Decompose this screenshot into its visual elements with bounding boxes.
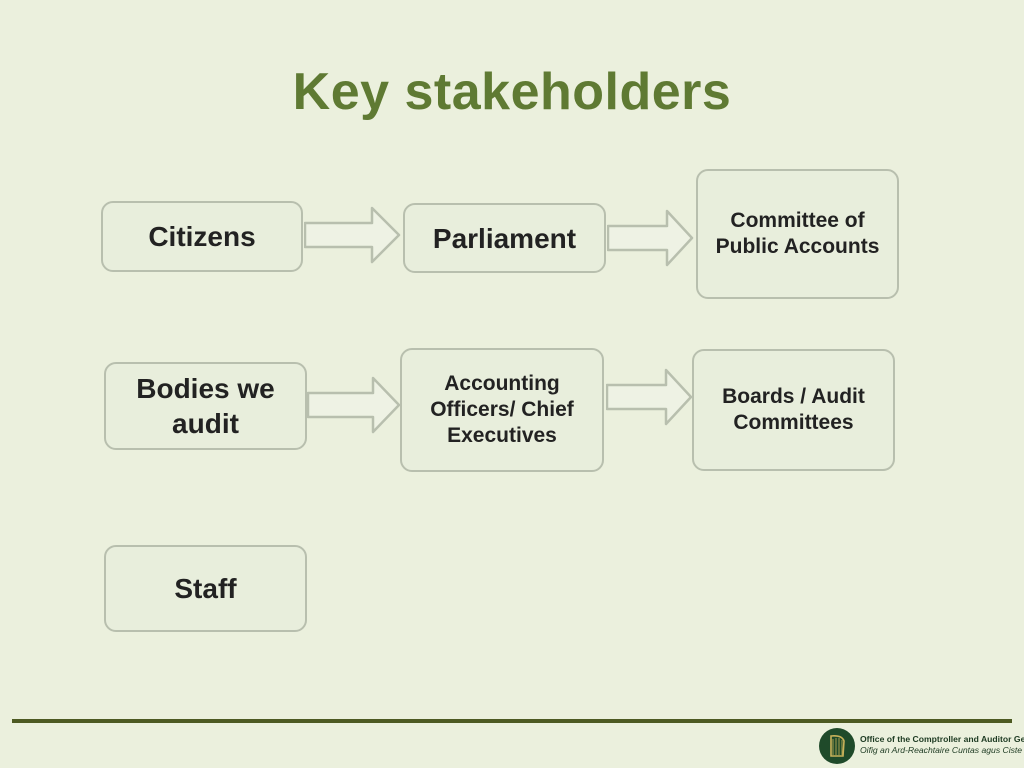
footer-divider [12, 719, 1012, 723]
node-citizens: Citizens [101, 201, 303, 272]
node-staff: Staff [104, 545, 307, 632]
node-parliament: Parliament [403, 203, 606, 273]
node-committee-of-public-accounts: Committee of Public Accounts [696, 169, 899, 299]
node-accounting-officers-chief-executives: Accounting Officers/ Chief Executives [400, 348, 604, 472]
harp-logo-icon [819, 728, 855, 764]
arrow-right-icon [304, 206, 401, 264]
organisation-name: Office of the Comptroller and Auditor Ge… [860, 734, 1024, 755]
node-bodies-we-audit: Bodies we audit [104, 362, 307, 450]
arrow-right-icon [607, 209, 694, 267]
node-boards-audit-committees: Boards / Audit Committees [692, 349, 895, 471]
slide-title: Key stakeholders [292, 63, 732, 121]
organisation-name-english: Office of the Comptroller and Auditor Ge… [860, 734, 1024, 744]
arrow-right-icon [606, 368, 693, 426]
organisation-name-irish: Oifig an Ard-Reachtaire Cuntas agus Cist… [860, 744, 1023, 755]
arrow-right-icon [307, 376, 401, 434]
